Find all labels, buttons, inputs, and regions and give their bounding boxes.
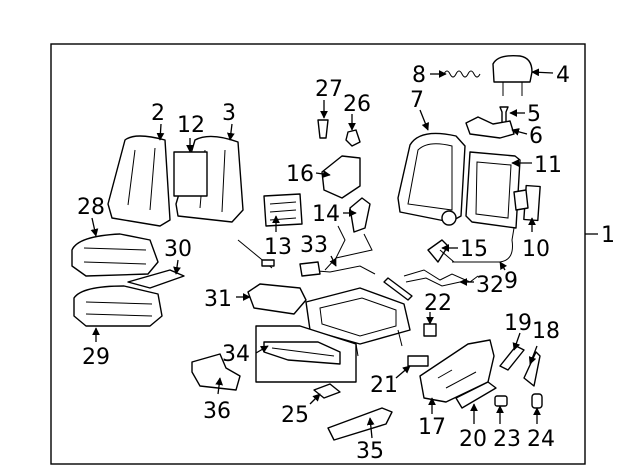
callout-3: 3 (222, 101, 236, 126)
callout-33: 33 (300, 233, 328, 258)
guide-rail (383, 277, 413, 301)
callout-26: 26 (343, 92, 371, 117)
seat-back-panel (465, 151, 521, 229)
trim-strip (327, 407, 393, 441)
lumbar-module (263, 193, 303, 227)
recline-handle (499, 345, 525, 371)
clip-26 (345, 129, 361, 147)
spring (443, 70, 481, 78)
callout-36: 36 (203, 399, 231, 424)
callout-8: 8 (412, 63, 426, 88)
switch-21 (407, 355, 429, 367)
cushion-heater (127, 269, 185, 289)
callout-20: 20 (459, 427, 487, 452)
side-shield (321, 155, 361, 199)
seat-back-frame (397, 132, 466, 223)
headrest (492, 54, 533, 83)
switch-block-22 (423, 323, 437, 337)
callout-1: 1 (601, 223, 615, 248)
callout-6: 6 (529, 124, 543, 149)
callout-16: 16 (286, 162, 314, 187)
seat-cushion-cover (71, 233, 159, 277)
callout-31: 31 (204, 287, 232, 312)
callout-15: 15 (460, 237, 488, 262)
callout-27: 27 (315, 77, 343, 102)
callout-29: 29 (82, 345, 110, 370)
callout-34: 34 (222, 342, 250, 367)
callout-19: 19 (504, 311, 532, 336)
outer-side-shield (419, 339, 495, 403)
callout-23: 23 (493, 427, 521, 452)
callout-10: 10 (522, 237, 550, 262)
callout-28: 28 (77, 195, 105, 220)
callout-35: 35 (356, 439, 384, 464)
callout-25: 25 (281, 403, 309, 428)
callout-7: 7 (410, 88, 424, 113)
seat-cushion-pad (73, 285, 163, 327)
callout-24: 24 (527, 427, 555, 452)
pin-27 (317, 119, 329, 139)
callout-30: 30 (164, 237, 192, 262)
callout-17: 17 (418, 415, 446, 440)
headrest-guide (465, 116, 515, 139)
callout-11: 11 (534, 153, 562, 178)
seat-back-cover (107, 135, 171, 227)
switch-bezel (455, 381, 497, 409)
callout-18: 18 (532, 319, 560, 344)
callout-21: 21 (370, 373, 398, 398)
callout-2: 2 (151, 101, 165, 126)
side-cover (191, 353, 241, 391)
callout-5: 5 (527, 102, 541, 127)
diagram-frame (50, 43, 586, 465)
harness-15 (427, 239, 449, 263)
callout-12: 12 (177, 113, 205, 138)
back-heater (173, 151, 208, 197)
callout-4: 4 (556, 63, 570, 88)
callout-14: 14 (312, 202, 340, 227)
callout-9: 9 (504, 269, 518, 294)
knob-24 (531, 393, 543, 409)
bracket (349, 197, 371, 233)
harness-32 (403, 269, 479, 283)
knob-23 (494, 395, 508, 407)
callout-32: 32 (476, 273, 504, 298)
callout-13: 13 (264, 235, 292, 260)
callout-22: 22 (424, 291, 452, 316)
cushion-side-panel (247, 283, 307, 315)
